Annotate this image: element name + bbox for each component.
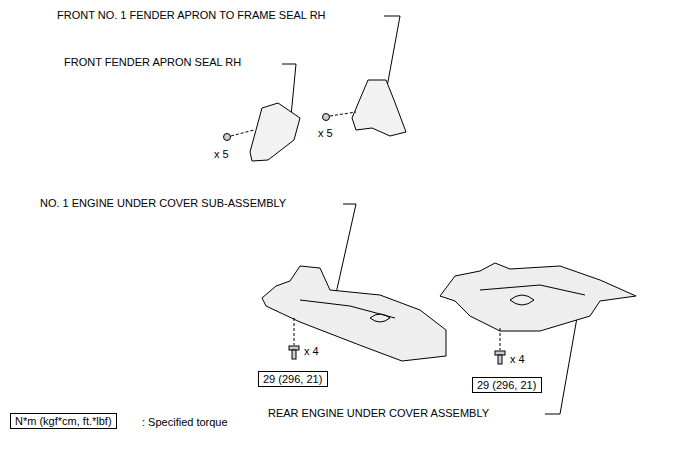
cover-detail — [480, 285, 585, 305]
torque-box: 29 (296, 21) — [472, 377, 542, 393]
clip-symbol — [224, 134, 231, 141]
torque-value: N*m (kgf*cm, ft.*lbf) — [15, 415, 112, 427]
frame-seal — [352, 80, 406, 136]
quantity: x 5 — [318, 127, 333, 140]
apron-seal — [250, 103, 300, 161]
torque-value: 29 (296, 21) — [263, 373, 322, 385]
part-name: NO. 1 ENGINE UNDER COVER SUB-ASSEMBLY — [40, 197, 286, 210]
legend-box: N*m (kgf*cm, ft.*lbf) — [10, 413, 117, 429]
bolt-symbol — [498, 355, 502, 364]
bolt-axis — [500, 328, 501, 350]
leader-line — [335, 204, 356, 298]
part-name: FRONT FENDER APRON SEAL RH — [64, 56, 241, 69]
bolt-symbol — [495, 351, 505, 355]
clip-symbol — [323, 114, 330, 121]
bolt-axis — [330, 112, 356, 116]
torque-box: 29 (296, 21) — [258, 371, 328, 387]
quantity: x 5 — [214, 148, 229, 161]
bolt-axis — [294, 318, 295, 345]
quantity: x 4 — [304, 345, 319, 358]
bolt-symbol — [289, 346, 299, 350]
engine-under-cover — [262, 266, 446, 361]
legend-text: : Specified torque — [142, 416, 228, 429]
part-name: FRONT NO. 1 FENDER APRON TO FRAME SEAL R… — [57, 9, 326, 22]
bolt-symbol — [292, 350, 296, 359]
rear-under-cover — [440, 263, 636, 331]
cover-detail — [300, 300, 395, 322]
bolt-axis — [231, 130, 254, 136]
quantity: x 4 — [510, 353, 525, 366]
torque-value: 29 (296, 21) — [477, 379, 536, 391]
part-name: REAR ENGINE UNDER COVER ASSEMBLY — [268, 407, 489, 420]
